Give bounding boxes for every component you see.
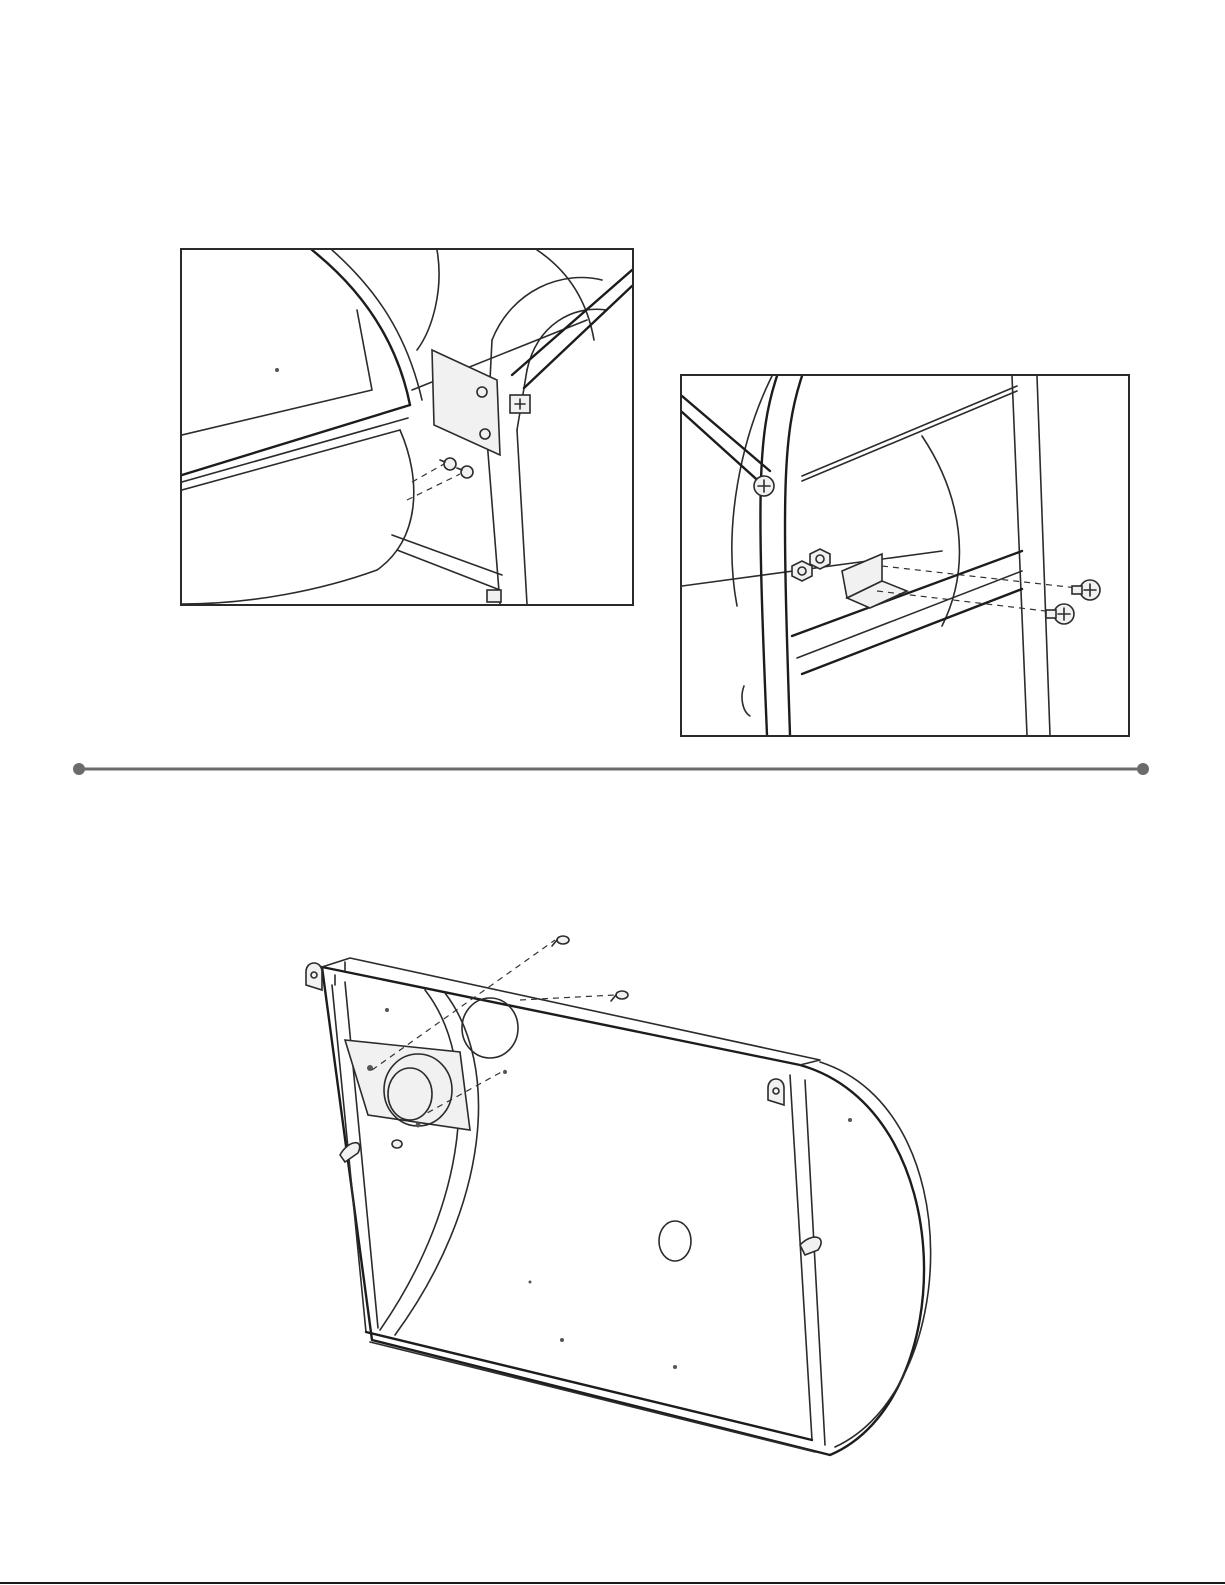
footer-rule (0, 1582, 1225, 1584)
screw-guide-line-1 (372, 940, 555, 1070)
side-panel-outline (322, 967, 924, 1455)
inner-rib-outer (380, 990, 459, 1330)
rivet-dot (385, 1008, 389, 1012)
right-slot (800, 1237, 821, 1255)
top-corner-detail (335, 962, 345, 985)
vent-plate-hole (416, 1123, 421, 1128)
bottom-edge (366, 1332, 812, 1440)
bottom-edge-2 (370, 1342, 815, 1452)
mounting-tab (768, 1079, 784, 1105)
end-cap-curve (820, 1062, 931, 1447)
rivet-dot (673, 1365, 677, 1369)
right-wall-line (790, 1075, 812, 1440)
panel-hole-center (659, 1221, 691, 1261)
left-slot (340, 1143, 360, 1162)
rivet-dot (848, 1118, 852, 1122)
rivet-dot (529, 1281, 532, 1284)
mounting-tab (306, 963, 322, 990)
panel-hole-top (462, 998, 518, 1058)
rivet-dot (560, 1338, 564, 1342)
screw-icon (611, 991, 628, 1001)
right-wall-line-2 (805, 1080, 825, 1445)
screw-icon (392, 1140, 402, 1148)
